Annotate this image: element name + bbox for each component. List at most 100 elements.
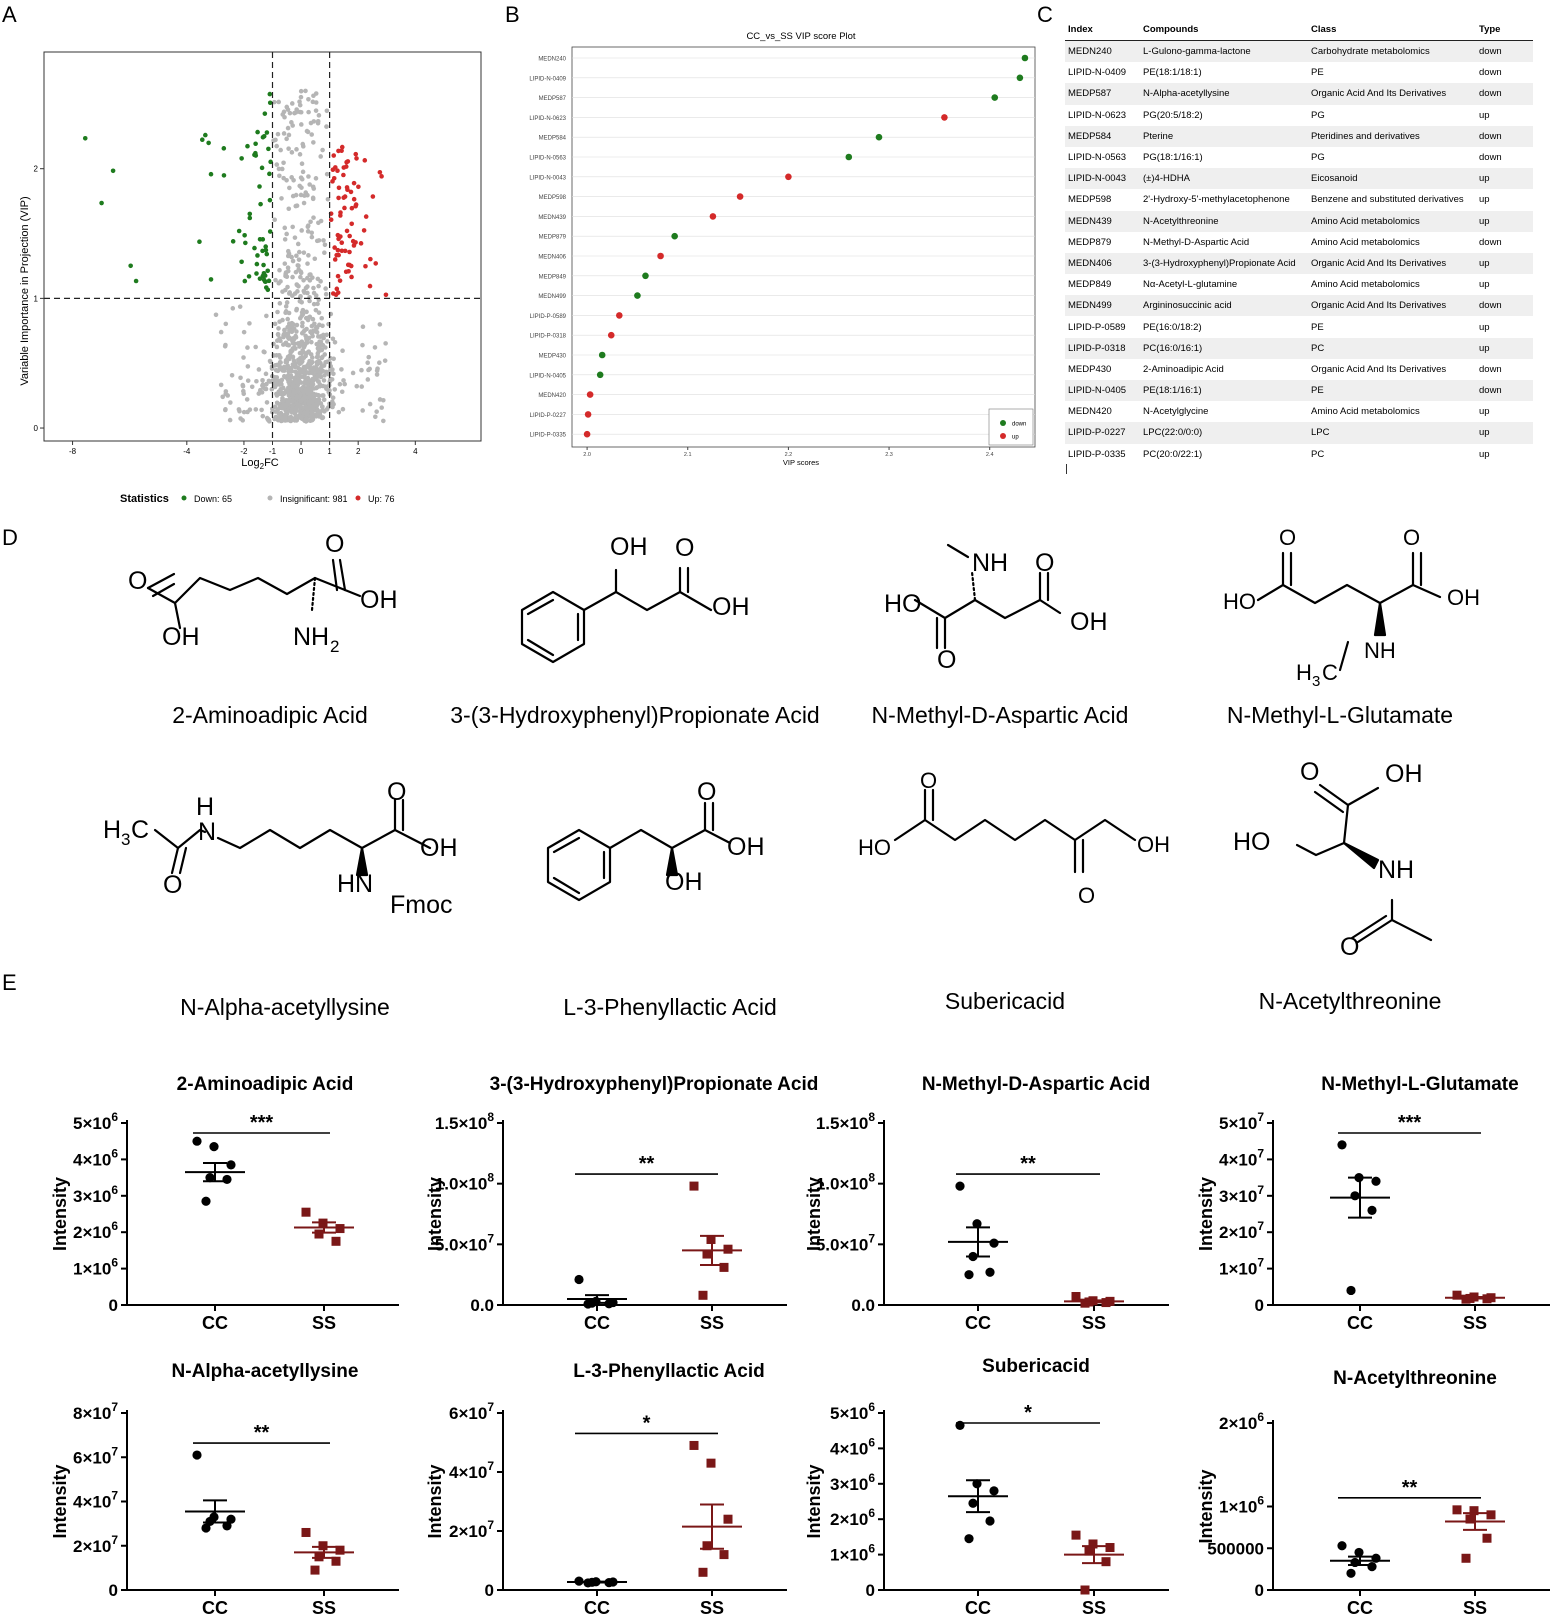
volcano-point	[238, 375, 243, 381]
volcano-point	[302, 341, 308, 346]
volcano-point	[366, 354, 372, 360]
volcano-point	[283, 408, 288, 413]
data-point	[1469, 1506, 1479, 1516]
volcano-point	[377, 397, 383, 402]
atom-label: O	[1300, 758, 1319, 786]
vip-ytick-label: MEDN406	[538, 255, 566, 261]
volcano-point	[305, 229, 311, 234]
volcano-point	[280, 398, 286, 404]
volcano-point	[374, 409, 379, 414]
table-cell: Organic Acid And Its Derivatives	[1311, 300, 1447, 312]
volcano-xtick-label: 4	[413, 447, 418, 456]
volcano-point	[353, 151, 359, 157]
data-point	[1071, 1530, 1081, 1540]
vip-ytick-label: LIPID-P-0335	[530, 433, 567, 439]
volcano-point	[241, 355, 246, 360]
atom-label: O	[675, 534, 694, 562]
vip-point	[1021, 54, 1029, 62]
volcano-point	[336, 409, 342, 415]
volcano-point	[223, 407, 228, 413]
volcano-point	[331, 356, 336, 362]
volcano-point	[297, 366, 302, 372]
table-cell: PG	[1311, 152, 1325, 164]
volcano-point	[368, 256, 373, 262]
panel-letter-b: B	[505, 2, 520, 27]
table-cell: PE	[1311, 67, 1324, 79]
volcano-point	[330, 395, 336, 401]
volcano-point	[284, 331, 289, 337]
volcano-point	[284, 231, 289, 237]
volcano-point	[282, 327, 287, 333]
structure-methylglutamate	[1256, 551, 1442, 672]
volcano-point	[306, 361, 311, 367]
volcano-xtick-label: -2	[240, 447, 248, 456]
volcano-point	[291, 326, 297, 331]
volcano-point	[242, 278, 248, 284]
data-point	[1354, 1547, 1364, 1558]
dot-plot-title: L-3-Phenyllactic Acid	[573, 1361, 764, 1382]
volcano-point	[332, 245, 337, 250]
atom-label: N	[198, 818, 216, 846]
table-cell: N-Methyl-D-Aspartic Acid	[1143, 236, 1250, 248]
table-cell: Benzene and substituted derivatives	[1311, 194, 1464, 206]
volcano-point	[315, 351, 321, 356]
volcano-point	[293, 335, 299, 340]
volcano-point	[254, 271, 259, 276]
data-point	[301, 1527, 311, 1537]
volcano-ytick-label: 2	[34, 165, 39, 174]
volcano-point	[297, 99, 302, 105]
atom-label: HO	[1223, 589, 1256, 614]
data-point	[955, 1181, 965, 1191]
volcano-point	[333, 165, 338, 170]
volcano-point	[281, 131, 287, 136]
data-point	[719, 1262, 729, 1272]
structure-name: L-3-Phenyllactic Acid	[563, 994, 777, 1020]
volcano-point	[301, 410, 307, 416]
atom-label: NH	[293, 623, 329, 651]
volcano-point	[273, 367, 279, 373]
volcano-point	[278, 380, 284, 385]
significance-stars: **	[1020, 1153, 1036, 1175]
volcano-point	[297, 298, 303, 304]
volcano-point	[330, 336, 336, 342]
table-cell: Eicosanoid	[1311, 173, 1358, 185]
volcano-point	[290, 322, 296, 327]
volcano-point	[360, 324, 366, 329]
volcano-point	[308, 120, 314, 126]
volcano-point	[289, 254, 294, 260]
volcano-point	[325, 339, 330, 344]
table-cell: N-Acetylglycine	[1143, 406, 1209, 418]
dot-plot: 2-Aminoadipic Acid01×1062×1063×1064×1065…	[50, 1074, 399, 1333]
volcano-point	[277, 267, 282, 273]
volcano-point	[253, 344, 258, 350]
dot-plot-ytick-label: 1.0×108	[816, 1171, 875, 1194]
wedge-phenyllactic	[665, 846, 679, 877]
volcano-point	[261, 349, 267, 355]
volcano-point	[267, 91, 273, 97]
volcano-point	[285, 356, 290, 362]
volcano-point	[311, 285, 316, 291]
data-point	[222, 1521, 232, 1531]
volcano-point	[335, 290, 341, 295]
dot-plot: N-Methyl-L-Glutamate01×1072×1073×1074×10…	[1196, 1074, 1550, 1333]
volcano-point	[377, 322, 383, 327]
dot-plot-xtick-label: CC	[965, 1313, 991, 1333]
table-cell: up	[1479, 109, 1490, 121]
dot-plot-ytick-label: 1.0×108	[435, 1171, 494, 1194]
volcano-point	[245, 143, 250, 149]
volcano-point	[254, 261, 260, 267]
table-cell: LIPID-P-0335	[1068, 448, 1126, 460]
volcano-frame	[43, 51, 482, 442]
significance-stars: ***	[1398, 1112, 1422, 1134]
data-point	[318, 1541, 328, 1551]
volcano-point	[322, 373, 327, 378]
structure-name: 3-(3-Hydroxyphenyl)Propionate Acid	[450, 702, 820, 728]
dot-plot-ytick-label: 0	[109, 1581, 118, 1600]
volcano-point	[304, 309, 309, 315]
atom-label: H	[1296, 660, 1312, 685]
vip-ytick-label: MEDP584	[539, 136, 567, 142]
vip-point	[596, 371, 604, 379]
volcano-point	[286, 251, 292, 257]
